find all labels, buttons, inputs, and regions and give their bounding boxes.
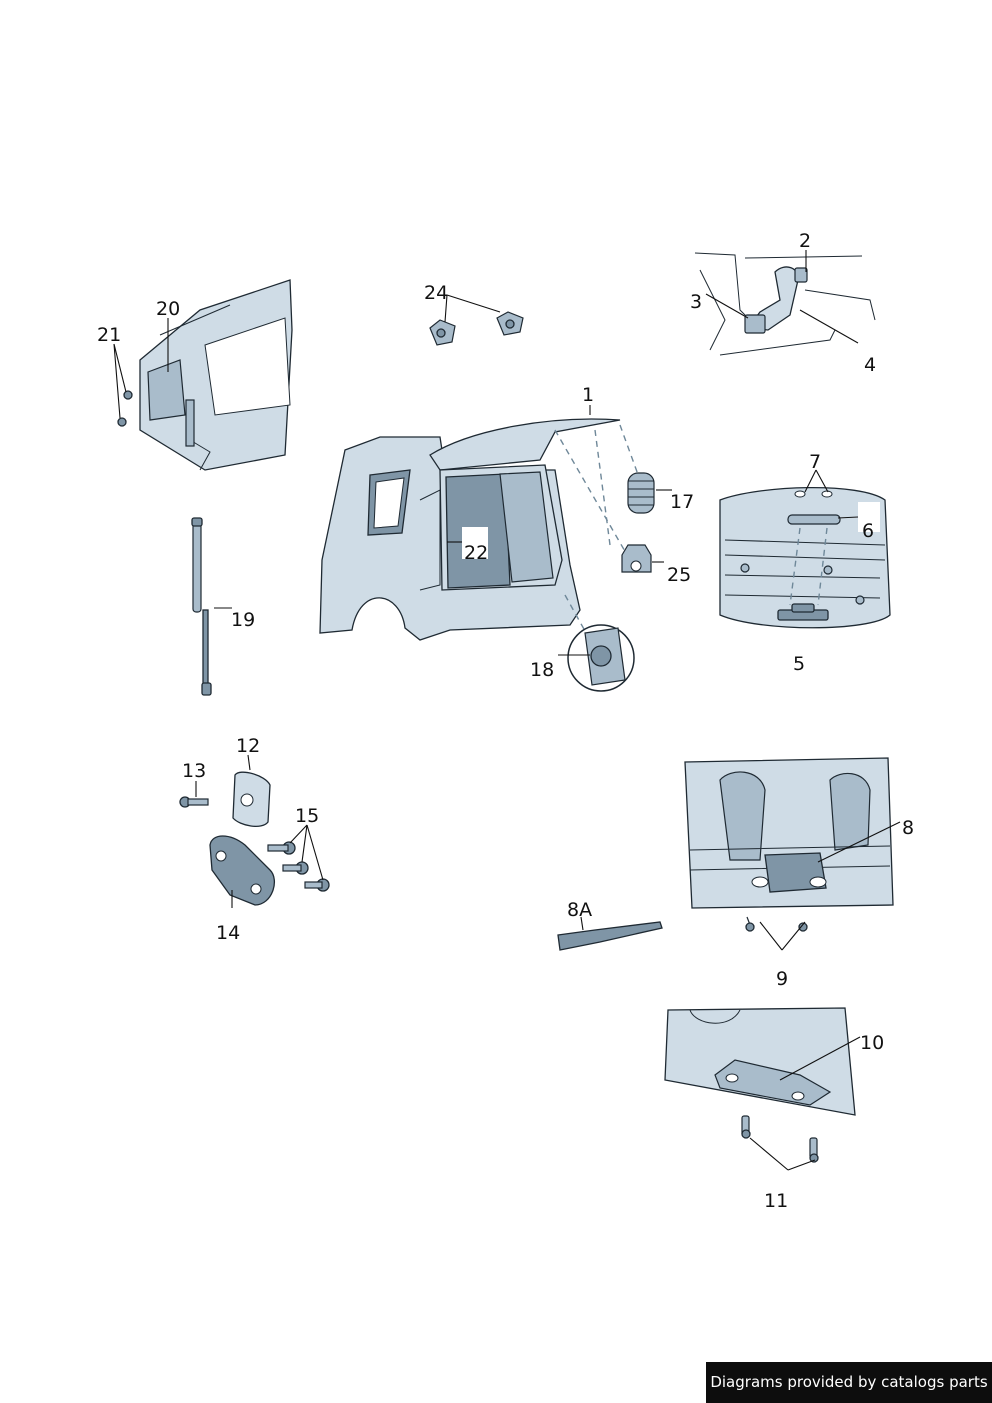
callout-12: 12 — [236, 735, 260, 757]
callout-13: 13 — [182, 760, 206, 782]
buffer-25 — [621, 544, 652, 573]
lower-lock-illustration — [664, 1007, 856, 1163]
lock-panel-illustration — [557, 757, 894, 951]
hinge-illustration — [694, 252, 876, 356]
spring-17 — [627, 472, 655, 514]
clips-illustration — [429, 311, 524, 346]
callout-2: 2 — [799, 230, 811, 252]
car-rear-illustration — [319, 418, 655, 692]
callout-4: 4 — [864, 354, 876, 376]
striker-plate-illustration — [719, 486, 891, 629]
callout-25: 25 — [667, 564, 691, 586]
callout-18: 18 — [530, 659, 554, 681]
callout-21: 21 — [97, 324, 121, 346]
callout-10: 10 — [860, 1032, 884, 1054]
callout-24: 24 — [424, 282, 448, 304]
callout-19: 19 — [231, 609, 255, 631]
leader-lines — [113, 250, 901, 1171]
gas-strut-illustration — [191, 517, 212, 696]
callout-15: 15 — [295, 805, 319, 827]
credit-banner: Diagrams provided by catalogs parts — [706, 1362, 992, 1403]
callout-14: 14 — [216, 922, 240, 944]
handle-illustration — [179, 771, 330, 906]
callout-22: 22 — [464, 542, 488, 564]
callout-1: 1 — [582, 384, 594, 406]
callout-labels: 1 2 3 4 5 6 7 8 8A 9 10 11 12 13 14 15 1… — [97, 230, 914, 1212]
callout-5: 5 — [793, 653, 805, 675]
callout-20: 20 — [156, 298, 180, 320]
callout-8a: 8A — [567, 899, 592, 921]
callout-8: 8 — [902, 817, 914, 839]
callout-11: 11 — [764, 1190, 788, 1212]
rear-body-panel-illustration — [117, 279, 293, 471]
detail-18 — [567, 624, 635, 692]
callout-3: 3 — [690, 291, 702, 313]
callout-17: 17 — [670, 491, 694, 513]
callout-6: 6 — [862, 520, 874, 542]
callout-9: 9 — [776, 968, 788, 990]
callout-7: 7 — [809, 451, 821, 473]
